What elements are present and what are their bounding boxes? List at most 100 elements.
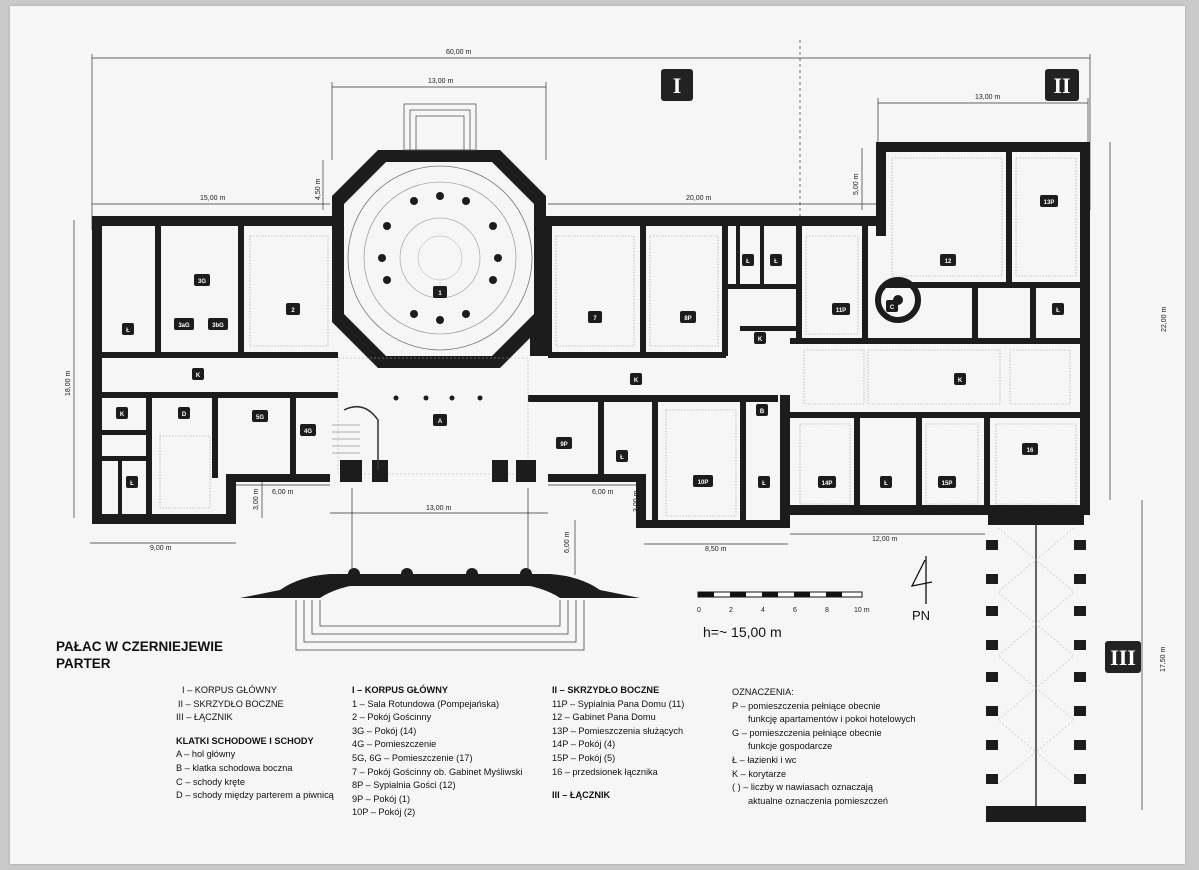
svg-text:16: 16 (1027, 448, 1034, 454)
svg-text:Ł: Ł (620, 455, 624, 461)
svg-text:9P: 9P (560, 442, 567, 448)
scale-tick: 10 m (854, 607, 870, 614)
room-tag: 3bG (208, 318, 228, 330)
svg-text:Ł: Ł (774, 259, 778, 265)
legend-item: Ł – łazienki i wc (732, 754, 797, 765)
room-tag: 13P (1040, 195, 1058, 207)
main-hall (332, 357, 536, 482)
svg-text:Ł: Ł (126, 328, 130, 334)
room-tag: 9P (556, 437, 572, 449)
room-tag: Ł (742, 254, 754, 266)
legend-column-2: I – KORPUS GŁÓWNY 1 – Sala Rotundowa (Po… (352, 684, 523, 820)
legend-item: 1 – Sala Rotundowa (Pompejańska) (352, 698, 500, 709)
svg-text:Ł: Ł (746, 259, 750, 265)
section-mark-III: III (1105, 641, 1141, 673)
room-tag: D (178, 407, 190, 419)
dim-left-length: 15,00 m (200, 195, 225, 202)
plan-title-line2: PARTER (56, 656, 111, 671)
portico (240, 488, 640, 651)
svg-text:3aG: 3aG (178, 323, 190, 329)
legend-title: II – SKRZYDŁO BOCZNE (552, 685, 660, 695)
legend-section: II – SKRZYDŁO BOCZNE (178, 698, 284, 709)
legend-item: 11P – Sypialnia Pana Domu (11) (552, 698, 685, 709)
svg-text:A: A (438, 419, 443, 425)
rotunda (332, 103, 546, 368)
svg-text:8P: 8P (684, 316, 691, 322)
connector-wing (986, 515, 1086, 822)
legend-title: III – ŁĄCZNIK (552, 790, 611, 801)
height-note: h=~ 15,00 m (703, 624, 782, 640)
room-tag: Ł (616, 450, 628, 462)
legend-item: aktualne oznaczenia pomieszczeń (748, 795, 888, 806)
room-tag: 11P (832, 303, 850, 315)
legend-item: 2 – Pokój Gościnny (352, 712, 432, 723)
svg-text:3bG: 3bG (212, 323, 224, 329)
legend-item: funkcję apartamentów i pokoi hotelowych (748, 714, 916, 725)
svg-text:2: 2 (291, 308, 295, 314)
svg-text:Ł: Ł (762, 481, 766, 487)
legend-item: D – schody między parterem a piwnicą (176, 790, 334, 801)
svg-text:1: 1 (438, 291, 442, 297)
room-panels (159, 157, 1077, 517)
legend-item: 14P – Pokój (4) (552, 739, 616, 750)
dim-right-height: 22,00 m (1161, 307, 1168, 332)
svg-text:10P: 10P (698, 480, 709, 486)
legend-item: ( ) – liczby w nawiasach oznaczają (732, 782, 873, 793)
svg-text:11P: 11P (836, 308, 846, 314)
room-tag: 3aG (174, 318, 194, 330)
legend-stairs-title: KLATKI SCHODOWE I SCHODY (176, 735, 314, 746)
legend-item: 13P – Pomieszczenia służących (552, 725, 684, 736)
legend-item: G – pomieszczenia pełniące obecnie (732, 727, 882, 738)
dim-mid-bottom: 8,50 m (705, 546, 727, 553)
dim-portico-width: 13,00 m (426, 505, 451, 512)
dim-rotunda-width: 13,00 m (428, 78, 453, 85)
plan-title-line1: PAŁAC W CZERNIEJEWIE (56, 639, 224, 654)
svg-text:K: K (634, 378, 639, 384)
legend-item: 5G, 6G – Pomieszczenie (17) (352, 752, 473, 763)
svg-text:Ł: Ł (884, 481, 888, 487)
scale-tick: 4 (761, 607, 765, 614)
dim-right-bottom: 12,00 m (872, 536, 897, 543)
room-tag: 15P (938, 476, 956, 488)
north-arrow (910, 556, 933, 604)
svg-text:14P: 14P (822, 481, 833, 487)
svg-text:12: 12 (945, 259, 952, 265)
room-tag: K (754, 332, 766, 344)
room-tags: 1 2 3G 3aG 3bG 4G 5G 7 8P 9P 10P 11P 12 … (116, 195, 1064, 488)
svg-text:5G: 5G (256, 415, 264, 421)
room-tag: 5G (252, 410, 268, 422)
dim-left-height: 18,00 m (65, 371, 72, 396)
room-tag: K (954, 373, 966, 385)
dim-mid-length: 20,00 m (686, 195, 711, 202)
legend-item: 12 – Gabinet Pana Domu (552, 712, 656, 723)
room-tag: 2 (286, 303, 300, 315)
svg-text:K: K (958, 378, 963, 384)
svg-text:Ł: Ł (1056, 308, 1060, 314)
legend-column-3: II – SKRZYDŁO BOCZNE 11P – Sypialnia Pan… (552, 684, 684, 803)
svg-text:K: K (196, 373, 201, 379)
legend-item: C – schody kręte (176, 776, 245, 787)
legend-section: I – KORPUS GŁÓWNY (182, 685, 277, 695)
room-tag: Ł (122, 323, 134, 335)
svg-text:Ł: Ł (130, 481, 134, 487)
dim-left-bottom: 9,00 m (150, 545, 172, 552)
room-tag: Ł (1052, 303, 1064, 315)
room-tag: 8P (680, 311, 696, 323)
legend-item: 9P – Pokój (1) (352, 793, 411, 804)
room-tag: C (886, 300, 898, 312)
section-mark-I: I (661, 69, 693, 101)
room-tag: 12 (940, 254, 956, 266)
dim-wing-left-depth: 3,00 m (253, 488, 260, 510)
room-tag: 1 (433, 286, 447, 298)
dim-rotunda-projection: 4,50 m (315, 178, 322, 200)
dim-right-projection: 5,00 m (853, 173, 860, 195)
dim-wing-left-gap: 6,00 m (272, 489, 294, 496)
svg-text:13P: 13P (1044, 200, 1055, 206)
legend-section: III – ŁĄCZNIK (176, 712, 233, 723)
legend-title: OZNACZENIA: (732, 687, 794, 697)
legend-item: 4G – Pomieszczenie (352, 739, 437, 750)
dim-right-wing-width: 13,00 m (975, 94, 1000, 101)
dim-total-width: 60,00 m (446, 49, 471, 56)
plan-title: PAŁAC W CZERNIEJEWIE PARTER (56, 638, 223, 672)
